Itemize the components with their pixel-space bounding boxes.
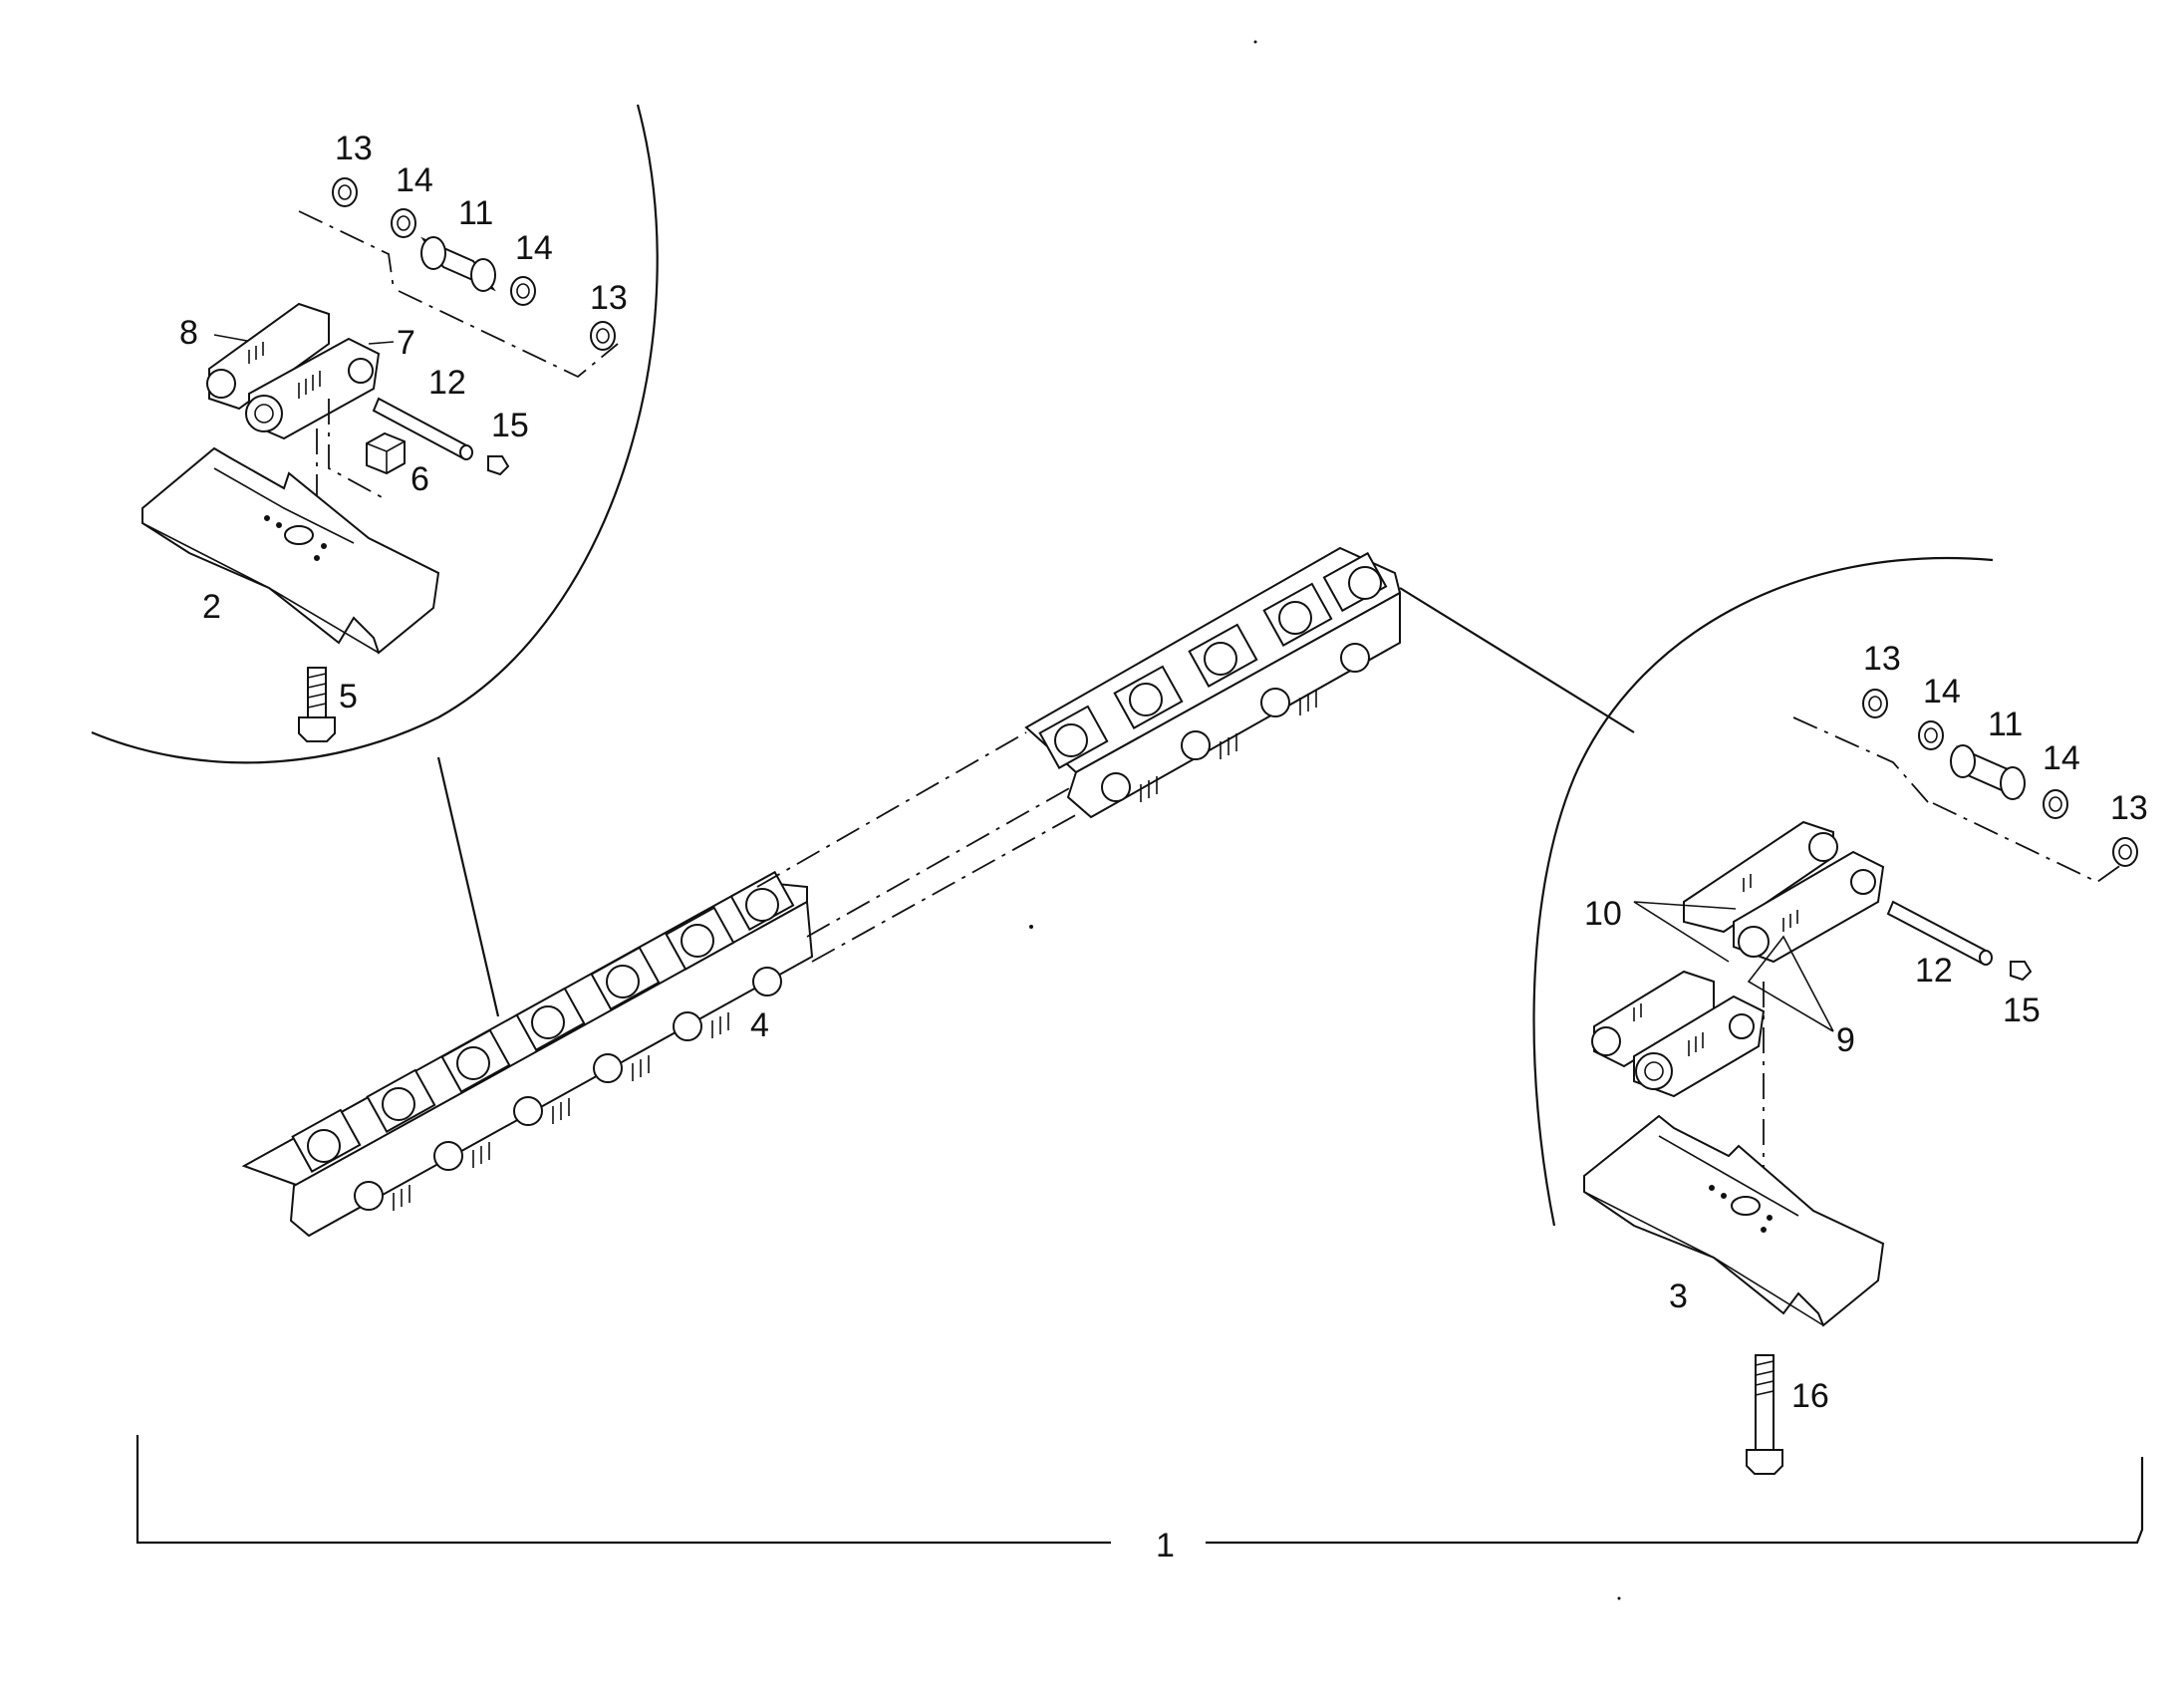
- right-detail-circle: [1532, 556, 1994, 1227]
- right-seal-13-top: [1862, 689, 1888, 718]
- left-bushing-11: [420, 236, 496, 292]
- callout-7: 7: [397, 324, 415, 362]
- callout-2: 2: [202, 588, 221, 626]
- right-master-link-upper: [1683, 820, 1885, 964]
- left-exploded-guide: [298, 210, 395, 290]
- right-plug-15: [2010, 961, 2033, 982]
- callout-14: 14: [2043, 739, 2080, 777]
- left-nut-6: [366, 431, 406, 475]
- callout-5: 5: [339, 678, 358, 715]
- assembly-bracket-left: [136, 1435, 1111, 1545]
- callout-8: 8: [179, 314, 198, 352]
- callout-15: 15: [491, 407, 529, 444]
- left-leader-7: [368, 341, 395, 345]
- callout-3: 3: [1669, 1278, 1688, 1315]
- left-bolt-5: [298, 667, 336, 742]
- callout-13: 13: [2110, 789, 2148, 827]
- callout-6: 6: [410, 460, 429, 498]
- callout-12: 12: [1915, 952, 1953, 990]
- right-bushing-11: [1950, 744, 2026, 800]
- speck: [1617, 1596, 1621, 1600]
- right-bolt-16: [1746, 1354, 1783, 1475]
- callout-15: 15: [2003, 992, 2041, 1029]
- chain-continuation-line-top: [756, 731, 1027, 888]
- left-track-link-assembly: [206, 302, 381, 440]
- track-chain-lower-section: [241, 870, 814, 1238]
- speck: [1029, 925, 1033, 929]
- left-detail-circle: [91, 104, 659, 764]
- callout-14: 14: [396, 161, 433, 199]
- left-seal-13-bottom: [590, 321, 616, 351]
- callout-10: 10: [1584, 895, 1622, 933]
- chain-continuation-line-mid: [806, 786, 1072, 938]
- assembly-bracket-right: [1206, 1457, 2144, 1545]
- left-spacer-14-b: [510, 276, 536, 306]
- callout-14: 14: [515, 229, 553, 267]
- right-spacer-14-b: [2043, 789, 2068, 819]
- right-master-link-lower: [1591, 970, 1766, 1098]
- callout-11: 11: [458, 194, 493, 232]
- right-seal-13-bottom: [2112, 837, 2138, 867]
- right-leader-9: [1747, 935, 1834, 1032]
- chain-continuation-line-bottom: [811, 811, 1082, 963]
- left-grouser-shoe-2: [141, 446, 440, 655]
- right-exploded-guide: [1792, 716, 1929, 803]
- right-spacer-14-a: [1918, 720, 1944, 750]
- callout-1: 1: [1156, 1527, 1175, 1564]
- left-pin-12: [372, 397, 473, 460]
- left-exploded-guide-2: [398, 290, 619, 379]
- right-grouser-shoe-3: [1583, 1114, 1885, 1327]
- callout-12: 12: [428, 364, 466, 402]
- speck: [1253, 40, 1257, 44]
- left-seal-13-top: [332, 177, 358, 207]
- track-chain-upper-section: [1024, 546, 1402, 819]
- left-plug-15: [487, 455, 510, 476]
- left-nut-guide: [328, 399, 385, 499]
- callout-4: 4: [750, 1006, 769, 1044]
- left-leader-line: [436, 756, 500, 1017]
- callout-13: 13: [335, 130, 373, 167]
- callout-9: 9: [1836, 1021, 1855, 1059]
- right-leader-line: [1399, 587, 1635, 733]
- callout-11: 11: [1988, 706, 2023, 743]
- callout-14: 14: [1923, 673, 1961, 711]
- right-pin-12: [1886, 900, 1993, 966]
- right-exploded-guide-2: [1932, 802, 2133, 884]
- left-leader-8: [213, 334, 248, 342]
- callout-16: 16: [1791, 1377, 1829, 1415]
- callout-13: 13: [590, 279, 628, 317]
- callout-13: 13: [1863, 640, 1901, 678]
- left-spacer-14-a: [391, 208, 416, 238]
- callout-labels: 13 14 11 14 13 8 7 12 15 6 2 5 4 13 14 1…: [179, 130, 2148, 1564]
- right-leader-10: [1633, 901, 1737, 963]
